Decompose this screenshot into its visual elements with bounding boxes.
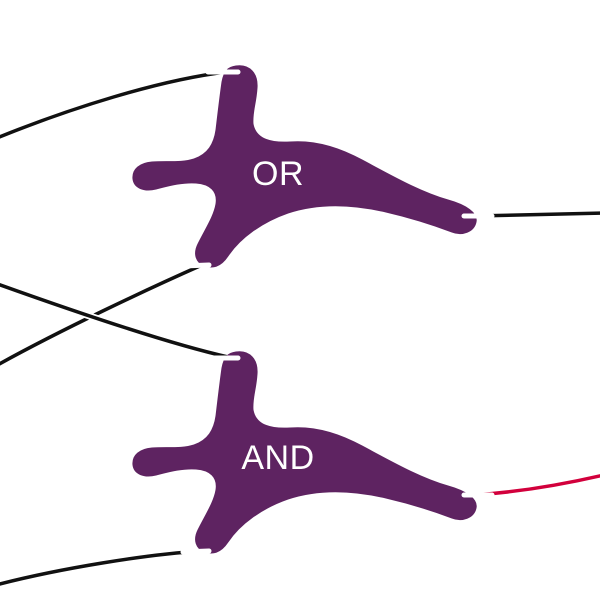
gate-and[interactable]: AND <box>132 351 495 555</box>
wire-or-input-2[interactable] <box>0 263 204 368</box>
gates-layer: OR AND <box>132 65 495 555</box>
gate-or-label: OR <box>252 155 304 193</box>
and-input-2-slot[interactable] <box>180 548 212 555</box>
wire-or-output[interactable] <box>472 211 600 218</box>
gate-and-label: AND <box>241 439 314 477</box>
gate-or[interactable]: OR <box>132 65 495 269</box>
or-input-2-slot[interactable] <box>180 262 212 269</box>
gate-and-body[interactable] <box>132 351 477 554</box>
gate-or-body[interactable] <box>132 65 477 268</box>
wire-and-input-1[interactable] <box>0 282 230 359</box>
wire-or-input-1[interactable] <box>0 70 228 140</box>
